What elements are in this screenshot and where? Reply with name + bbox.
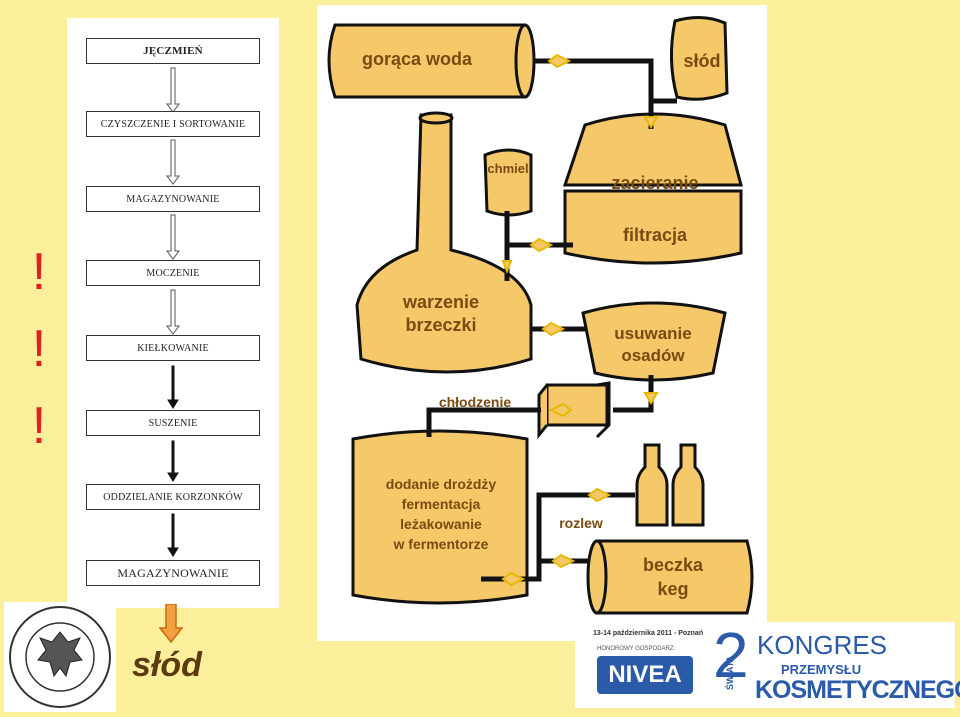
label-keg-1: beczka: [643, 555, 704, 575]
exclamation-mark: !: [31, 243, 47, 301]
congress-word-3: PRZEMYSŁU: [781, 662, 862, 677]
congress-number: 2: [713, 619, 749, 691]
bottle: [635, 443, 669, 527]
label-keg-2: keg: [657, 579, 688, 599]
congress-host: HONOROWY GOSPODARZ:: [597, 646, 676, 652]
label-ferment-1: dodanie drożdży: [386, 476, 497, 492]
hollow-arrow: [166, 214, 180, 260]
cooler-side: [537, 384, 549, 440]
exclamation-mark: !: [31, 397, 47, 455]
cooler-front: [545, 383, 609, 427]
step-drying: SUSZENIE: [86, 410, 260, 436]
label-malt: słód: [683, 51, 720, 71]
label-boiling-2: brzeczki: [405, 315, 476, 335]
kettle-neck: [418, 111, 454, 125]
step-storage: MAGAZYNOWANIE: [86, 186, 260, 212]
down-arrow-icon: [159, 604, 183, 644]
congress-word-4: KOSMETYCZNEGO: [755, 676, 960, 704]
step-germination: KIEŁKOWANIE: [86, 335, 260, 361]
hollow-arrow: [166, 139, 180, 185]
keg-end: [586, 539, 608, 615]
pipe: [426, 407, 541, 437]
eagle-icon: [37, 631, 83, 678]
result-label: słód: [132, 646, 202, 684]
congress-word-2: ŚWIATA: [725, 655, 735, 690]
solid-arrow: [167, 365, 179, 409]
pipe: [613, 375, 654, 413]
step-soaking: MOCZENIE: [86, 260, 260, 286]
step-cleaning: CZYSZCZENIE I SORTOWANIE: [86, 111, 260, 137]
malt-sack: [669, 16, 729, 101]
label-cooling: chłodzenie: [439, 394, 512, 410]
label-hot-water: gorąca woda: [362, 49, 473, 69]
step-barley: JĘCZMIEŃ: [86, 38, 260, 64]
step-root-removal: ODDZIELANIE KORZONKÓW: [86, 484, 260, 510]
hot-water-tank-end: [514, 23, 536, 99]
keg: [590, 539, 754, 615]
sediment-tank: [581, 301, 727, 382]
seal-logo: [9, 606, 111, 708]
label-bottling: rozlew: [559, 515, 603, 531]
label-boiling-1: warzenie: [402, 292, 479, 312]
label-ferment-3: leżakowanie: [400, 516, 482, 532]
label-sediment-1: usuwanie: [614, 324, 691, 343]
congress-date: 13-14 października 2011 - Poznań: [593, 630, 704, 637]
solid-arrow: [167, 440, 179, 482]
label-ferment-2: fermentacja: [402, 496, 481, 512]
nivea-text: NIVEA: [608, 661, 682, 688]
mash-tun-bottom: [563, 189, 743, 265]
congress-banner: 13-14 października 2011 - Poznań HONOROW…: [575, 619, 960, 708]
label-filtration: filtracja: [623, 225, 688, 245]
hops-bag: [483, 148, 533, 217]
fermenter: [351, 429, 529, 605]
hollow-arrow: [166, 289, 180, 335]
bottle: [671, 443, 705, 527]
brewing-diagram: gorąca woda słód chmiel zacieranie filtr…: [327, 16, 754, 615]
exclamation-mark: !: [31, 320, 47, 378]
congress-word-1: KONGRES: [757, 630, 888, 660]
solid-arrow: [167, 513, 179, 557]
wort-kettle: [355, 113, 533, 374]
pipe: [533, 58, 654, 129]
mash-tun-top: [562, 112, 743, 187]
label-sediment-2: osadów: [621, 346, 685, 365]
university-seal: [4, 602, 116, 712]
nivea-logo: NIVEA: [597, 656, 693, 694]
label-hops: chmiel: [487, 161, 528, 176]
step-final-storage: MAGAZYNOWANIE: [86, 560, 260, 586]
label-mashing: zacieranie: [611, 173, 698, 193]
process-arrows: [166, 67, 180, 557]
label-ferment-4: w fermentorze: [393, 536, 489, 552]
hollow-arrow: [166, 67, 180, 113]
